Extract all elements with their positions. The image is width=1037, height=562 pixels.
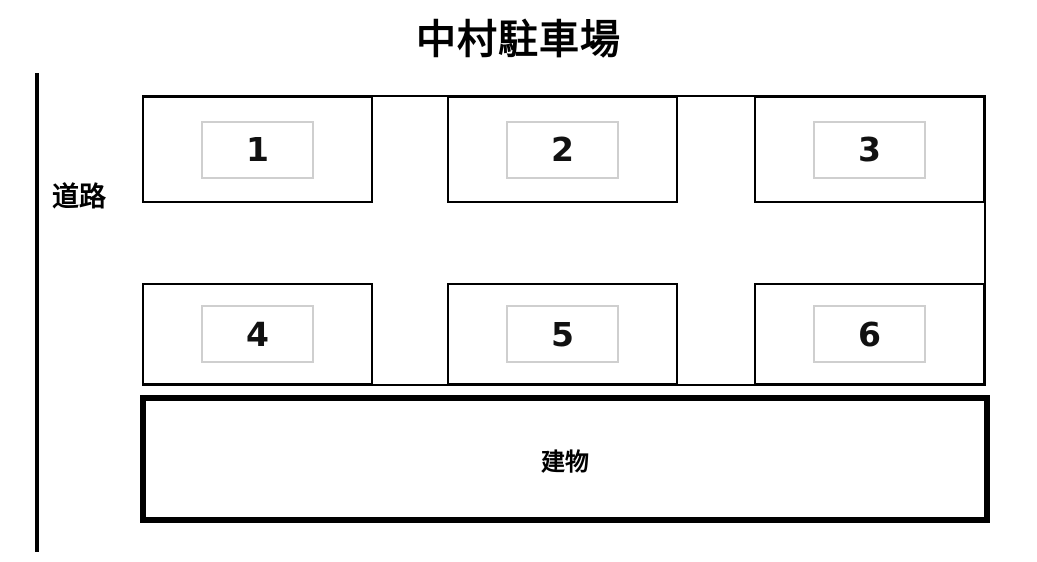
parking-stall-1[interactable]: 1 bbox=[142, 96, 373, 203]
parking-stall-number-box: 1 bbox=[201, 120, 314, 179]
building-block: 建物 bbox=[140, 395, 990, 523]
parking-stall-number: 1 bbox=[246, 130, 269, 169]
road-boundary-line bbox=[35, 73, 39, 552]
parking-stall-number: 6 bbox=[858, 314, 881, 354]
parking-stall-number: 3 bbox=[858, 130, 881, 169]
parking-stall-number: 5 bbox=[551, 314, 574, 354]
parking-stall-number: 2 bbox=[551, 130, 574, 169]
lot-bottom-boundary bbox=[142, 384, 986, 386]
parking-stall-number-box: 6 bbox=[813, 305, 926, 363]
parking-stall-number-box: 5 bbox=[506, 305, 619, 363]
parking-stall-number-box: 2 bbox=[506, 120, 619, 179]
parking-stall-6[interactable]: 6 bbox=[754, 283, 985, 385]
parking-stall-number-box: 3 bbox=[813, 120, 926, 179]
parking-stall-2[interactable]: 2 bbox=[447, 96, 678, 203]
page-title: 中村駐車場 bbox=[416, 17, 621, 63]
building-label: 建物 bbox=[541, 447, 589, 476]
parking-stall-5[interactable]: 5 bbox=[447, 283, 678, 385]
road-label: 道路 bbox=[52, 182, 106, 213]
parking-stall-number-box: 4 bbox=[201, 305, 314, 363]
parking-stall-3[interactable]: 3 bbox=[754, 96, 985, 203]
parking-stall-number: 4 bbox=[246, 314, 269, 354]
parking-stall-4[interactable]: 4 bbox=[142, 283, 373, 385]
lot-right-boundary bbox=[984, 95, 986, 386]
